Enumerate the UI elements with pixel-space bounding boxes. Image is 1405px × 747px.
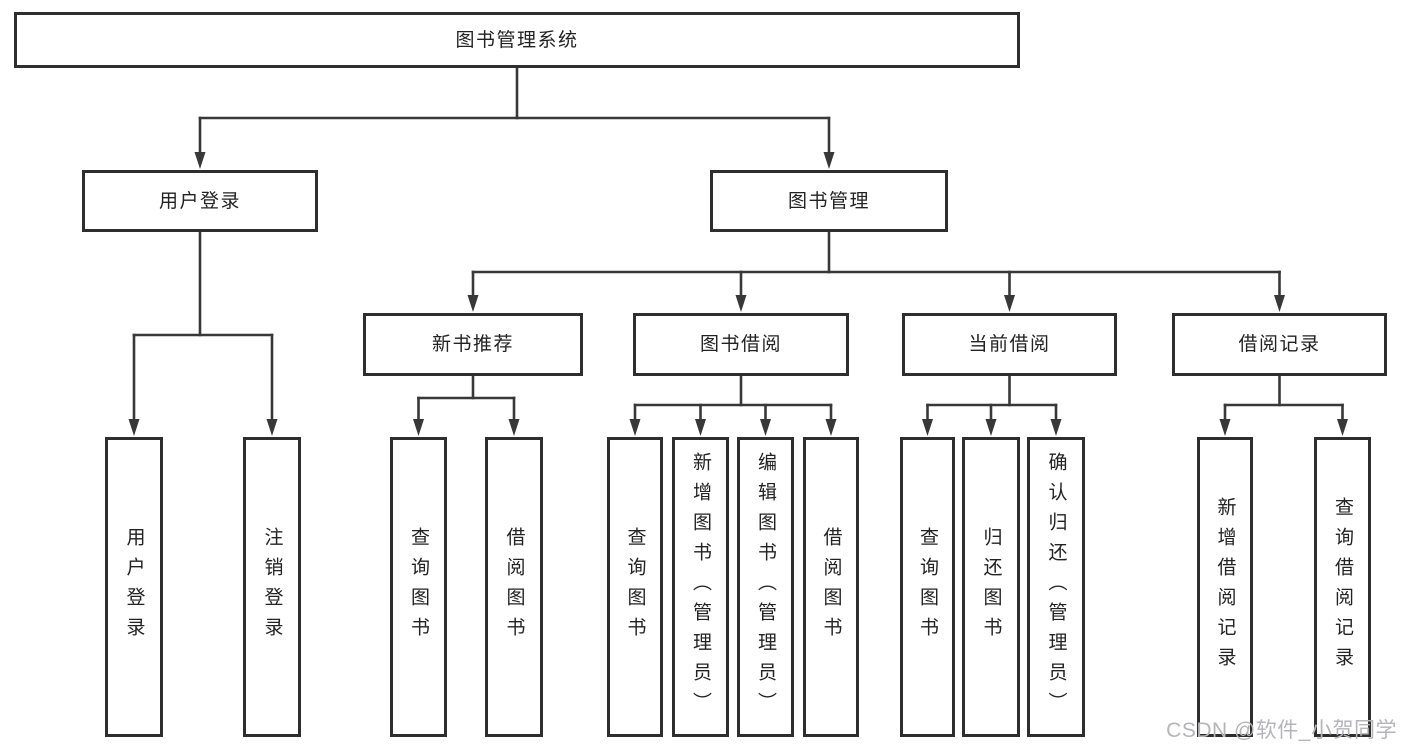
node-e2: 查询借阅记录 [1314,437,1371,737]
arrowhead-a1 [128,419,140,436]
node-label: 注销登录 [261,527,283,647]
node-c2: 新增图书（管理员） [672,437,729,737]
node-label: 归还图书 [980,527,1002,647]
node-e1: 新增借阅记录 [1197,437,1253,737]
node-label: 图书借阅 [699,334,782,355]
node-b2: 借阅图书 [485,437,543,737]
node-label: 查询借阅记录 [1332,497,1353,677]
node-label: 查询图书 [408,527,429,647]
node-label: 新增图书（管理员） [690,452,711,722]
node-c3: 编辑图书（管理员） [737,437,794,737]
arrowhead-newBookRec [467,295,479,312]
node-label: 借阅图书 [503,527,525,647]
node-label: 确认归还（管理员） [1045,452,1067,722]
arrowhead-c2 [695,419,706,436]
node-a2: 注销登录 [243,437,301,737]
arrowhead-a2 [266,419,278,436]
node-label: 用户登录 [158,190,241,212]
node-label: 当前借阅 [968,334,1051,355]
node-c1: 查询图书 [607,437,663,737]
arrowhead-e2 [1337,419,1348,436]
node-label: 查询图书 [624,527,646,647]
watermark: CSDN @软件_小贺同学 [1166,719,1397,742]
node-c4: 借阅图书 [803,437,859,737]
node-label: 图书管理系统 [455,29,579,51]
arrowhead-c1 [629,419,641,436]
arrowhead-d2 [985,419,997,436]
arrowhead-d3 [1050,419,1062,436]
node-label: 借阅图书 [820,527,842,647]
arrowhead-bookBorrow [735,295,747,312]
node-currBorrow: 当前借阅 [902,313,1117,376]
arrowhead-currBorrow [1004,295,1015,312]
node-userLogin: 用户登录 [82,170,318,232]
node-label: 新增借阅记录 [1214,497,1236,677]
node-root: 图书管理系统 [14,12,1020,68]
node-label: 图书管理 [787,190,870,212]
node-label: 新书推荐 [431,334,514,355]
node-d1: 查询图书 [900,437,955,737]
node-borrowRec: 借阅记录 [1172,313,1387,376]
node-bookMgmt: 图书管理 [710,170,948,232]
node-label: 借阅记录 [1238,334,1321,355]
arrowhead-borrowRec [1274,295,1285,312]
arrowhead-e1 [1219,419,1231,436]
node-label: 用户登录 [123,527,145,647]
node-b1: 查询图书 [390,437,447,737]
node-label: 查询图书 [917,527,938,647]
node-bookBorrow: 图书借阅 [633,313,849,376]
arrowhead-b2 [508,419,520,436]
arrowhead-c4 [825,419,837,436]
node-a1: 用户登录 [105,437,163,737]
arrowhead-c3 [760,419,771,436]
node-d2: 归还图书 [962,437,1020,737]
arrowhead-bookMgmt [823,152,835,169]
node-label: 编辑图书（管理员） [755,452,776,722]
node-d3: 确认归还（管理员） [1027,437,1085,737]
arrowhead-userLogin [194,152,206,169]
arrowhead-d1 [922,419,933,436]
arrowhead-b1 [413,419,424,436]
node-newBookRec: 新书推荐 [363,313,583,376]
